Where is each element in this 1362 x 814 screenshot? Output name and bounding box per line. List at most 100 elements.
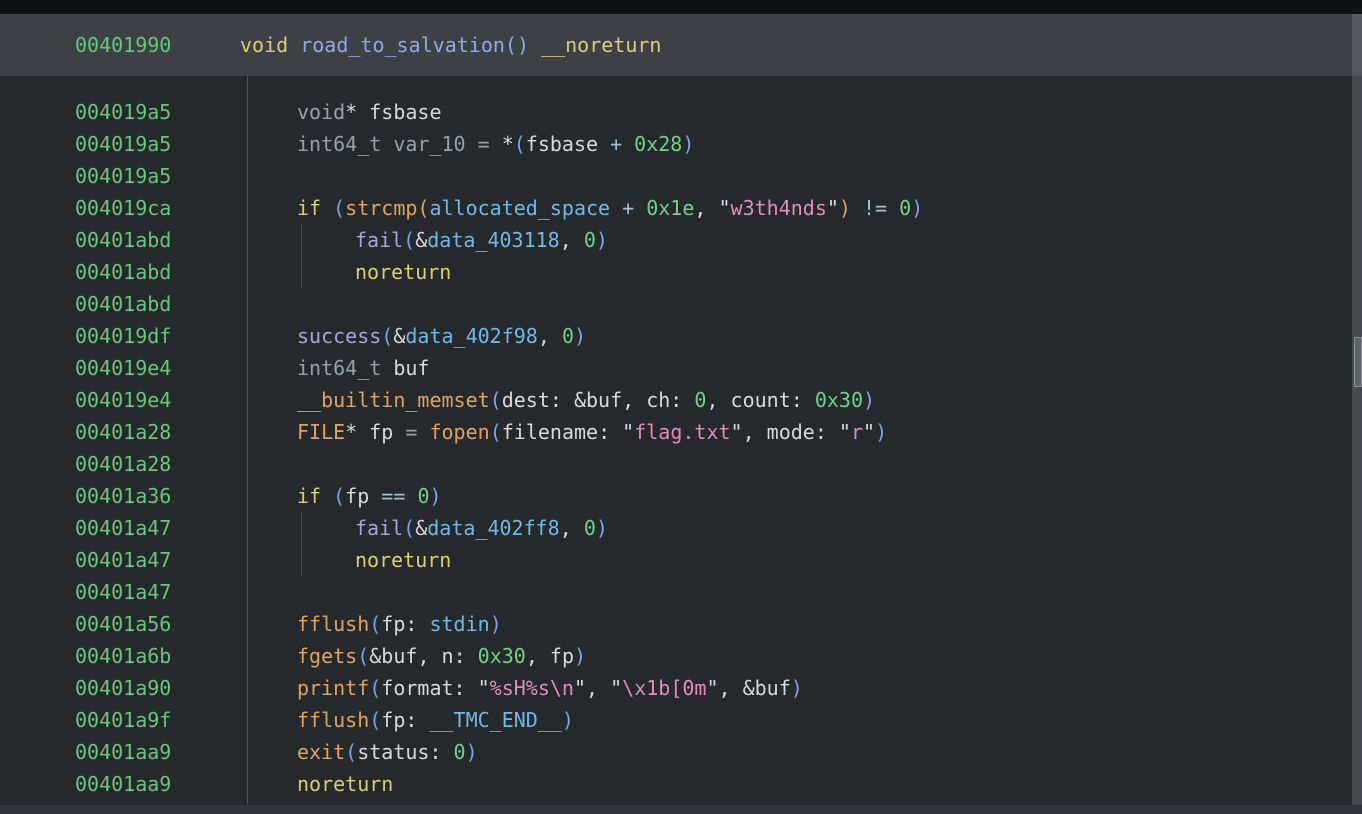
token-p1[interactable]: ( <box>369 708 382 732</box>
token-num[interactable]: 0 <box>417 484 430 508</box>
token-fn[interactable]: road_to_salvation <box>300 33 505 57</box>
line-address[interactable]: 00401a47 <box>75 548 172 572</box>
function-signature[interactable]: void road_to_salvation() __noreturn <box>240 33 661 57</box>
token-p1[interactable]: ) <box>863 388 876 412</box>
token-type[interactable]: = <box>465 132 502 156</box>
line-code[interactable] <box>247 448 297 480</box>
token-str[interactable]: flag.txt <box>634 420 731 444</box>
token-p1[interactable]: ( <box>381 324 394 348</box>
token-plain[interactable]: " <box>477 676 490 700</box>
line-code[interactable]: fail(&data_402ff8, 0) <box>247 512 608 544</box>
token-imp[interactable]: fgets <box>297 644 358 668</box>
token-type[interactable]: int64_t <box>297 132 394 156</box>
token-imp[interactable]: fflush <box>297 708 370 732</box>
token-plain[interactable]: fp <box>345 484 370 508</box>
token-plain[interactable]: & <box>393 324 406 348</box>
token-plain[interactable]: , <box>417 644 442 668</box>
token-data[interactable]: allocated_space <box>429 196 611 220</box>
token-p1[interactable]: ( <box>369 612 382 636</box>
token-p1[interactable]: ( <box>489 388 502 412</box>
token-data[interactable]: __TMC_END__ <box>429 708 562 732</box>
token-p1[interactable]: ) <box>595 516 608 540</box>
token-imp[interactable]: exit <box>297 740 346 764</box>
line-code[interactable]: fail(&data_403118, 0) <box>247 224 608 256</box>
token-plain[interactable]: * <box>345 100 358 124</box>
token-plain[interactable]: , <box>718 676 743 700</box>
line-code[interactable]: FILE* fp = fopen(filename: "flag.txt", m… <box>247 416 887 448</box>
line-address[interactable]: 00401a56 <box>75 612 172 636</box>
token-p1[interactable]: ) <box>682 132 695 156</box>
token-p1[interactable]: ) <box>573 324 587 348</box>
token-plain[interactable]: " <box>826 196 839 220</box>
token-imp[interactable]: fopen <box>429 420 490 444</box>
token-loc[interactable]: fail <box>355 228 404 252</box>
token-kw[interactable]: __noreturn <box>529 33 662 57</box>
token-str[interactable]: w3th4nds <box>730 196 827 220</box>
token-plain[interactable]: dest: <box>501 388 574 412</box>
vertical-scrollbar-thumb[interactable] <box>1354 337 1362 387</box>
token-p1[interactable]: ) <box>574 644 587 668</box>
token-imp[interactable]: fflush <box>297 612 370 636</box>
line-address[interactable]: 00401aa9 <box>75 772 172 796</box>
token-p1[interactable]: ( <box>489 420 502 444</box>
line-address[interactable]: 004019e4 <box>75 388 172 412</box>
token-plain[interactable]: filename: <box>501 420 623 444</box>
function-header-address[interactable]: 00401990 <box>75 33 172 57</box>
token-plain[interactable]: format: <box>381 676 478 700</box>
token-plain[interactable]: status: <box>357 740 454 764</box>
token-type[interactable]: = <box>393 420 430 444</box>
token-plain[interactable]: n: <box>441 644 478 668</box>
token-plain[interactable]: fsbase <box>357 100 442 124</box>
line-address[interactable]: 00401abd <box>75 228 172 252</box>
token-p1[interactable]: ) <box>429 484 442 508</box>
line-address[interactable]: 00401abd <box>75 292 172 316</box>
token-num[interactable]: 0 <box>453 740 466 764</box>
token-data[interactable]: data_402ff8 <box>427 516 560 540</box>
token-kw[interactable]: if <box>297 196 334 220</box>
line-code[interactable]: int64_t var_10 = *(fsbase + 0x28) <box>247 128 694 160</box>
line-code[interactable]: success(&data_402f98, 0) <box>247 320 586 352</box>
line-address[interactable]: 00401a47 <box>75 516 172 540</box>
line-code[interactable] <box>247 576 297 608</box>
token-p1[interactable]: ) <box>595 228 608 252</box>
token-kw[interactable]: void <box>240 33 301 57</box>
token-plain[interactable]: &buf <box>369 644 418 668</box>
token-data[interactable]: data_403118 <box>427 228 560 252</box>
token-imp[interactable]: FILE <box>297 420 346 444</box>
token-plain[interactable]: , <box>694 196 719 220</box>
token-plain[interactable]: &buf <box>573 388 623 412</box>
token-p1[interactable]: ) <box>911 196 924 220</box>
token-p1[interactable]: ) <box>489 612 502 636</box>
token-plain[interactable]: " <box>730 420 743 444</box>
line-code[interactable]: __builtin_memset(dest: &buf, ch: 0, coun… <box>247 384 875 416</box>
token-num[interactable]: 0 <box>561 324 574 348</box>
token-num[interactable]: 0 <box>899 196 912 220</box>
token-fn[interactable]: () <box>504 33 530 57</box>
token-plain[interactable]: " <box>573 676 587 700</box>
line-address[interactable]: 004019a5 <box>75 132 172 156</box>
token-plain[interactable]: fp <box>549 644 575 668</box>
line-code[interactable]: if (strcmp(allocated_space + 0x1e, "w3th… <box>247 192 923 224</box>
line-code[interactable]: printf(format: "%sH%s\n", "\x1b[0m", &bu… <box>247 672 803 704</box>
token-p1[interactable]: ( <box>345 740 358 764</box>
token-type[interactable]: int64_t <box>297 356 394 380</box>
line-address[interactable]: 00401aa9 <box>75 740 172 764</box>
token-op[interactable]: == <box>369 484 418 508</box>
token-plain[interactable]: * <box>345 420 358 444</box>
line-address[interactable]: 004019df <box>75 324 172 348</box>
token-num[interactable]: 0 <box>694 388 707 412</box>
line-code[interactable]: fgets(&buf, n: 0x30, fp) <box>247 640 586 672</box>
token-p1[interactable]: ( <box>333 196 346 220</box>
token-num[interactable]: 0x1e <box>646 196 695 220</box>
token-op[interactable]: != <box>850 196 900 220</box>
line-code[interactable] <box>247 160 297 192</box>
token-kw[interactable]: if <box>297 484 334 508</box>
token-plain[interactable]: fp <box>357 420 394 444</box>
token-p1[interactable]: ( <box>369 676 382 700</box>
token-p2[interactable]: ) <box>838 196 851 220</box>
token-imp[interactable]: __builtin_memset <box>297 388 490 412</box>
token-plain[interactable]: " <box>863 420 876 444</box>
line-address[interactable]: 004019ca <box>75 196 172 220</box>
token-p2[interactable]: ( <box>417 196 430 220</box>
line-address[interactable]: 00401a28 <box>75 452 172 476</box>
